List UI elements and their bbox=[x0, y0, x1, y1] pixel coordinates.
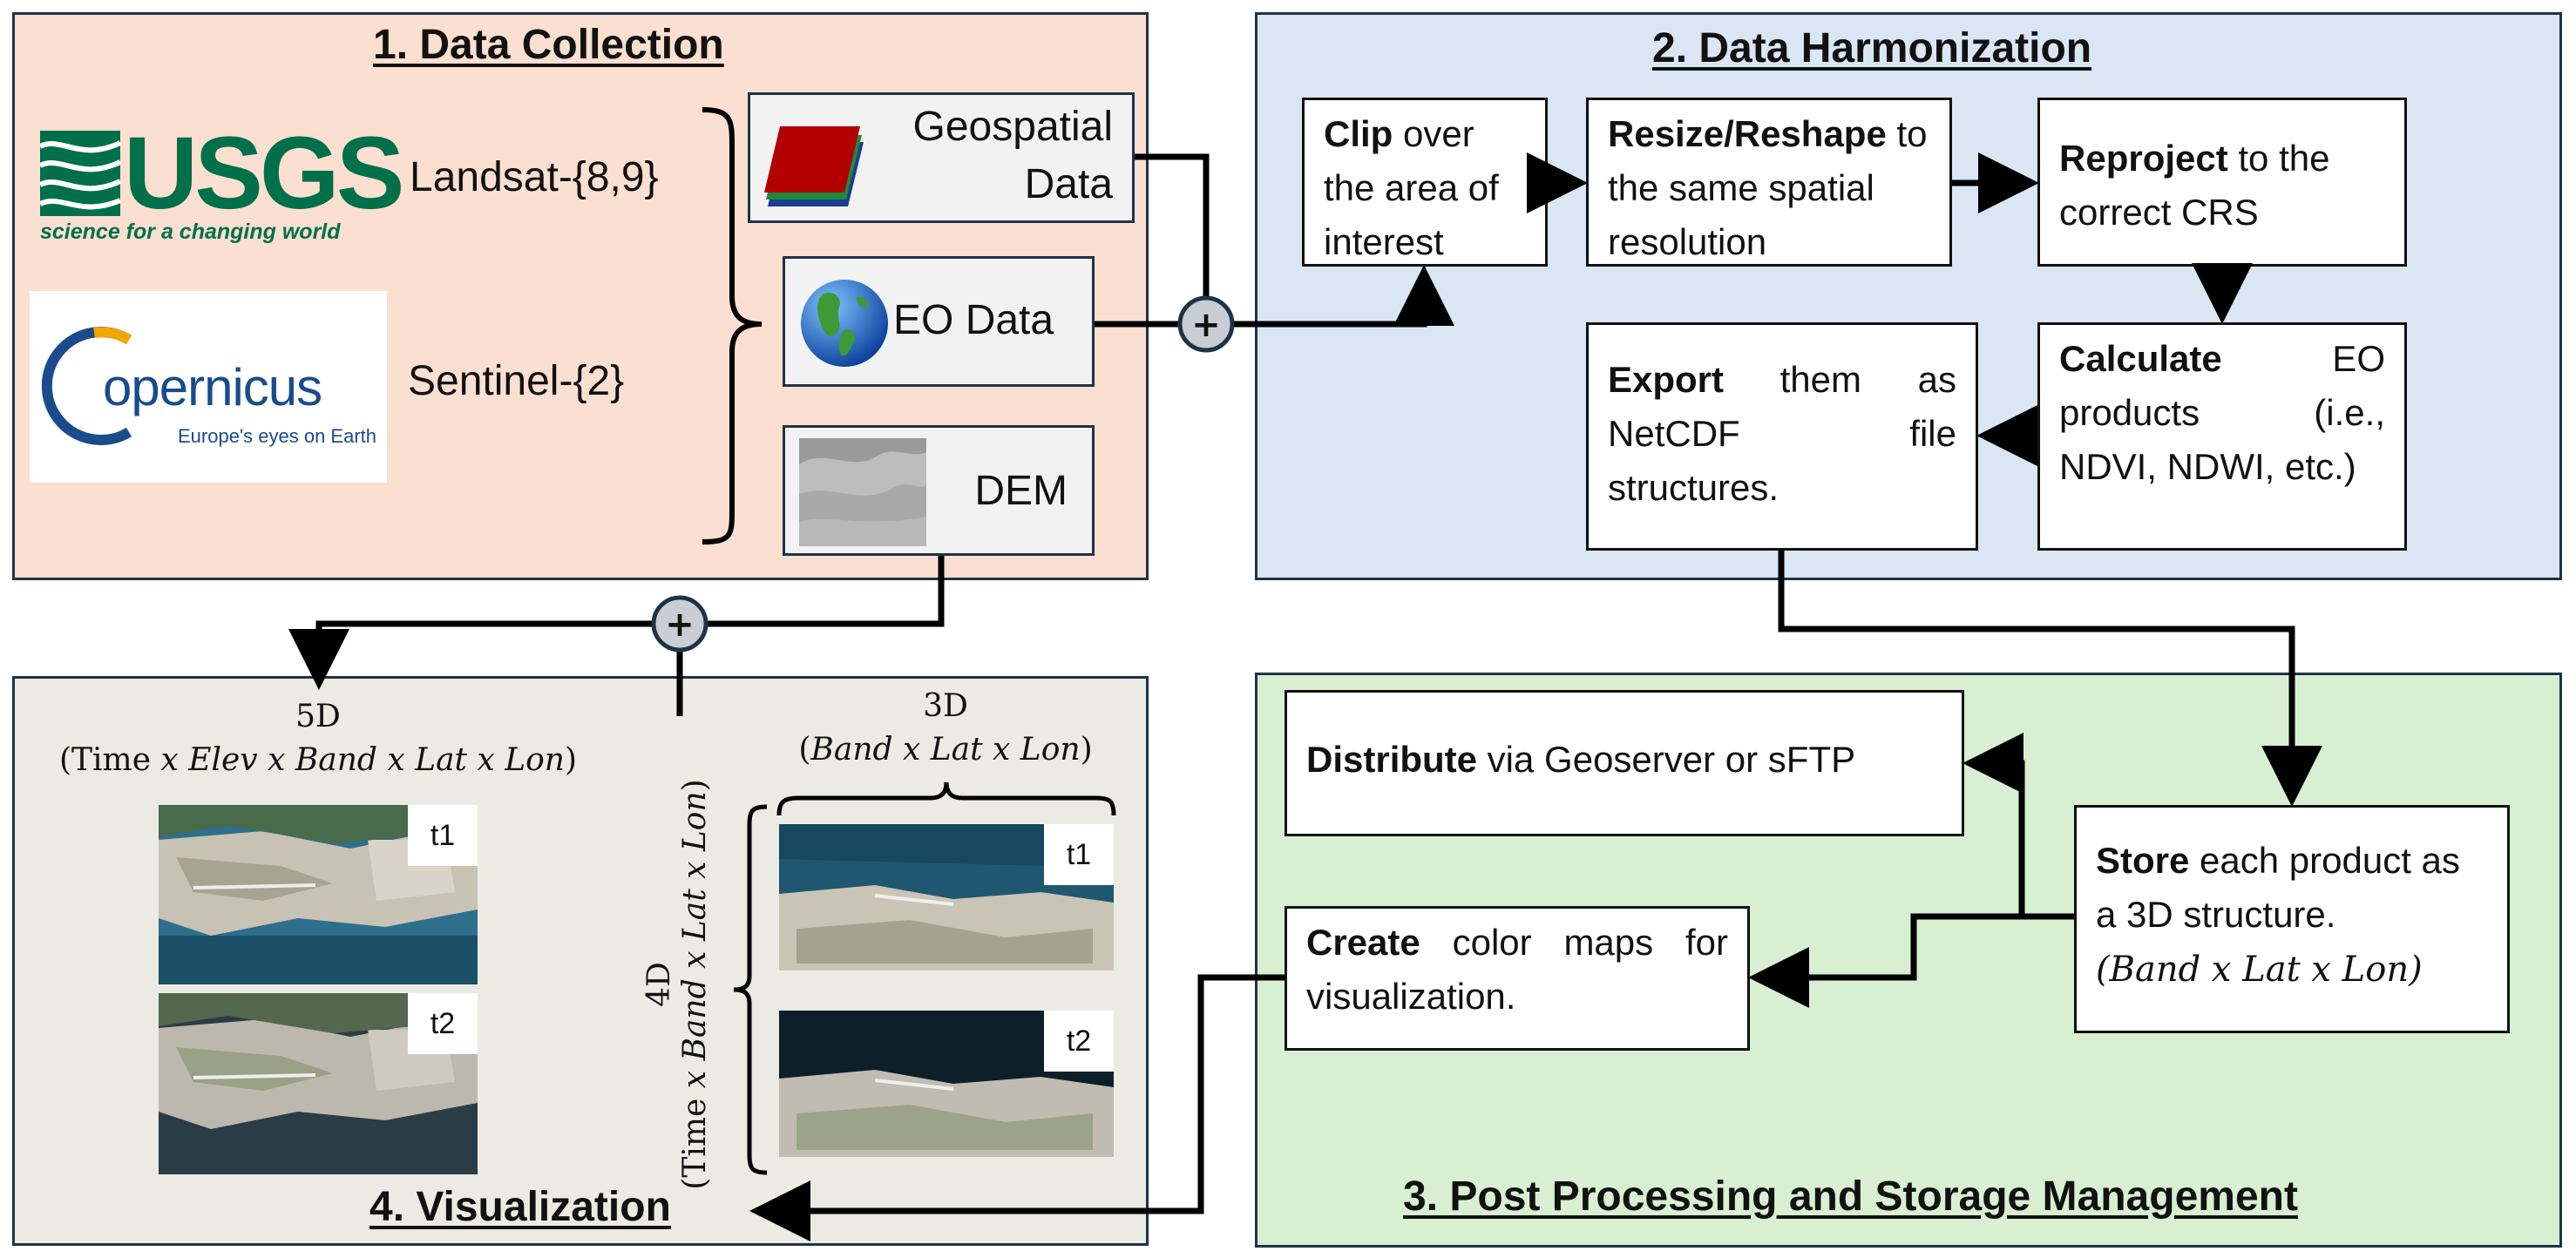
four-d-dims-italic: x Band x Lat x Lon bbox=[677, 791, 713, 1089]
create-step-box: Create color maps for visualization. bbox=[1285, 906, 1750, 1051]
arrow-to-5d bbox=[288, 620, 657, 690]
tag-3d-t1: t1 bbox=[1044, 824, 1114, 885]
geospatial-data-box: Geospatial Data bbox=[748, 92, 1135, 223]
clip-step-text: over the area of interest bbox=[1324, 113, 1499, 262]
merge-plus-bottom-symbol: + bbox=[665, 605, 695, 645]
four-d-dims-prefix: (Time bbox=[677, 1088, 713, 1190]
merge-plus-top: + bbox=[1177, 295, 1235, 353]
reproject-step-text: to the correct CRS bbox=[2059, 138, 2330, 233]
terrain-icon bbox=[799, 438, 926, 546]
three-d-label: 3D bbox=[923, 688, 968, 724]
panel-title-post-processing: 3. Post Processing and Storage Managemen… bbox=[1403, 1173, 2298, 1220]
usgs-wave-icon bbox=[38, 131, 122, 216]
sentinel-label: Sentinel-{2} bbox=[408, 358, 625, 404]
satellite-image-5d-t1: t1 bbox=[159, 805, 478, 984]
eo-data-label: EO Data bbox=[893, 297, 1054, 343]
globe-icon bbox=[801, 280, 888, 367]
store-step-text: each product as a 3D structure. bbox=[2096, 840, 2460, 935]
three-d-dims-suffix: ) bbox=[1080, 732, 1093, 768]
distribute-step-text: via Geoserver or sFTP bbox=[1477, 739, 1856, 780]
eo-data-box: EO Data bbox=[783, 256, 1095, 387]
calculate-step-bold: Calculate bbox=[2059, 338, 2222, 379]
tag-3d-t2: t2 bbox=[1044, 1011, 1114, 1072]
usgs-logo: USGS science for a changing world bbox=[38, 122, 404, 249]
four-d-text-wrap: 4D (Time x Band x Lat x Lon) bbox=[641, 775, 716, 1194]
clip-step-box: Clip over the area of interest bbox=[1302, 98, 1548, 267]
reproject-step-box: Reproject to the correct CRS bbox=[2037, 98, 2407, 267]
three-d-dims-italic: Band x Lat x Lon bbox=[810, 732, 1081, 768]
geospatial-label-line1: Geospatial bbox=[912, 104, 1113, 150]
satellite-image-3d-t1: t1 bbox=[779, 824, 1114, 971]
dem-label: DEM bbox=[974, 468, 1068, 514]
three-d-dims: (Band x Lat x Lon) bbox=[767, 732, 1124, 768]
calculate-step-text: EO products (i.e., NDVI, NDWI, etc.) bbox=[2059, 338, 2385, 487]
store-step-bold: Store bbox=[2096, 840, 2190, 881]
store-step-box: Store each product as a 3D structure. (B… bbox=[2074, 805, 2510, 1033]
create-step-text: color maps for visualization. bbox=[1306, 922, 1728, 1017]
usgs-tagline: science for a changing world bbox=[40, 220, 341, 244]
copernicus-arc-icon bbox=[42, 327, 132, 445]
export-step-bold: Export bbox=[1608, 359, 1725, 400]
landsat-label: Landsat-{8,9} bbox=[410, 154, 659, 200]
calculate-step-box: Calculate EO products (i.e., NDVI, NDWI,… bbox=[2037, 322, 2407, 551]
satellite-image-3d-t2: t2 bbox=[779, 1011, 1114, 1157]
reproject-step-bold: Reproject bbox=[2059, 138, 2228, 179]
export-step-box: Export them as NetCDF file structures. bbox=[1586, 322, 1978, 551]
copernicus-logo: opernicus Europe's eyes on Earth bbox=[30, 291, 387, 483]
export-step-text: them as NetCDF file structures. bbox=[1608, 359, 1956, 508]
merge-plus-bottom: + bbox=[651, 595, 708, 653]
distribute-step-box: Distribute via Geoserver or sFTP bbox=[1285, 690, 1964, 836]
four-d-label: 4D bbox=[641, 962, 677, 1007]
usgs-name: USGS bbox=[124, 116, 404, 231]
geospatial-label-line2: Data bbox=[1024, 161, 1113, 207]
panel-title-visualization: 4. Visualization bbox=[369, 1184, 671, 1230]
distribute-step-bold: Distribute bbox=[1306, 739, 1478, 780]
copernicus-name: opernicus bbox=[103, 358, 322, 416]
merge-plus-top-symbol: + bbox=[1191, 305, 1221, 345]
dem-box: DEM bbox=[783, 425, 1095, 556]
copernicus-tagline: Europe's eyes on Earth bbox=[178, 425, 377, 447]
four-d-dims-suffix: ) bbox=[677, 779, 713, 792]
five-d-dims: (Time x Elev x Band x Lat x Lon) bbox=[35, 742, 601, 778]
panel-title-harmonization: 2. Data Harmonization bbox=[1652, 25, 2092, 71]
five-d-dims-suffix: ) bbox=[564, 742, 577, 778]
create-step-bold: Create bbox=[1306, 922, 1420, 963]
five-d-label: 5D bbox=[295, 699, 341, 734]
panel-title-collection: 1. Data Collection bbox=[373, 22, 724, 68]
resize-step-text: to the same spatial resolution bbox=[1608, 113, 1928, 262]
layers-icon bbox=[764, 126, 864, 206]
resize-step-bold: Resize/Reshape bbox=[1608, 113, 1887, 154]
clip-step-bold: Clip bbox=[1324, 113, 1393, 154]
tag-5d-t1: t1 bbox=[408, 805, 478, 866]
satellite-image-5d-t2: t2 bbox=[159, 993, 478, 1174]
five-d-dims-prefix: (Time bbox=[58, 742, 161, 778]
store-step-dims: (Band x Lat x Lon) bbox=[2096, 950, 2423, 990]
tag-5d-t2: t2 bbox=[408, 993, 478, 1054]
four-d-dims: (Time x Band x Lat x Lon) bbox=[677, 775, 713, 1194]
resize-step-box: Resize/Reshape to the same spatial resol… bbox=[1586, 98, 1952, 267]
five-d-dims-italic: x Elev x Band x Lat x Lon bbox=[160, 742, 565, 778]
three-d-dims-prefix: ( bbox=[798, 732, 811, 768]
